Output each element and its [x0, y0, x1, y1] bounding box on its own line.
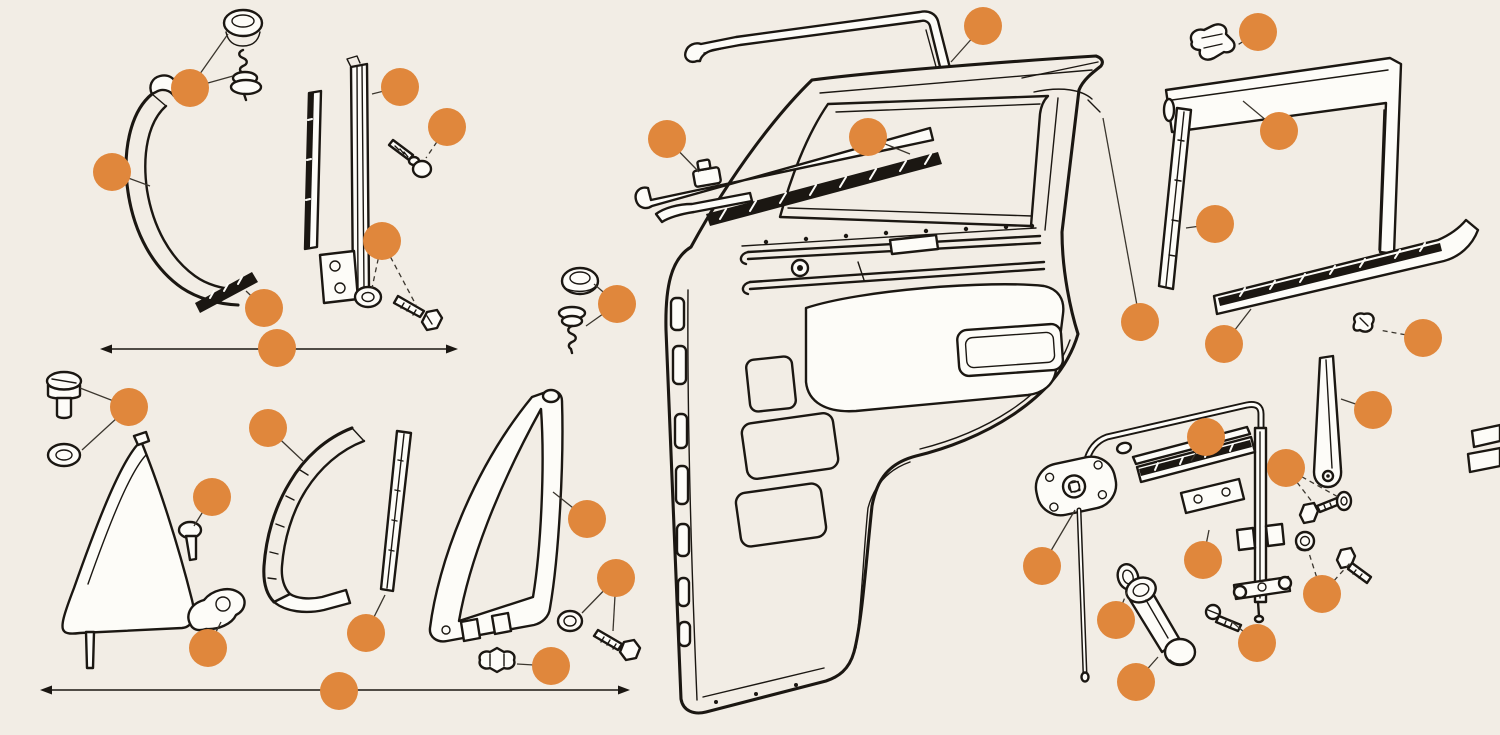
hex-bolt-icon	[392, 294, 444, 332]
vent-glass-icon	[61, 430, 195, 670]
callout-dot-c7[interactable]	[258, 329, 296, 367]
callout-dot-c14[interactable]	[568, 500, 606, 538]
group-door	[634, 10, 1104, 715]
callout-dot-c4[interactable]	[428, 108, 466, 146]
division-bar-strip-icon	[303, 89, 323, 251]
glazing-channel-icon	[262, 426, 366, 614]
callout-dot-c19[interactable]	[648, 120, 686, 158]
callout-dot-c30[interactable]	[1023, 547, 1061, 585]
leader-line-grooved-washer	[371, 240, 383, 289]
leader-line-door-pillar-channel	[1102, 117, 1141, 323]
flanged-nut-icon	[1294, 530, 1316, 552]
callout-dot-c32[interactable]	[1303, 575, 1341, 613]
hex-bolt-lower-icon	[592, 628, 642, 662]
callout-dot-c25[interactable]	[1404, 319, 1442, 357]
callout-dot-c13[interactable]	[347, 614, 385, 652]
leader-line-guide-clip	[1378, 329, 1424, 339]
callout-dot-c9[interactable]	[110, 388, 148, 426]
retainer-clip-icon	[1189, 23, 1236, 61]
regulator-base-plate-icon	[1034, 455, 1118, 517]
lift-channel-icon	[1312, 354, 1343, 489]
outer-belt-rail-icon	[634, 126, 935, 224]
callout-dot-c31[interactable]	[1184, 541, 1222, 579]
vent-wing-frame-icon	[428, 388, 564, 643]
group-rear-channels	[1157, 23, 1500, 489]
leader-line-hex-bolt-rear	[1321, 562, 1351, 595]
seal-ring-icon	[46, 442, 82, 468]
division-bar-icon	[318, 55, 371, 305]
guide-clip-icon	[1352, 312, 1375, 333]
group-vent-wing-parts	[45, 370, 642, 674]
callout-dot-c27[interactable]	[1354, 391, 1392, 429]
callout-dot-c16[interactable]	[532, 647, 570, 685]
callout-dot-c11[interactable]	[193, 478, 231, 516]
callout-dot-c20[interactable]	[849, 118, 887, 156]
grommet-screw-icon	[229, 48, 263, 102]
retaining-clip-icon	[478, 646, 516, 674]
callout-dot-c22[interactable]	[1239, 13, 1277, 51]
cup-washer-icon	[222, 8, 264, 47]
callout-dot-c23[interactable]	[1260, 112, 1298, 150]
pivot-rivet-icon	[177, 520, 203, 562]
regulator-crank-rod-icon	[1082, 401, 1293, 624]
callout-dot-c15[interactable]	[597, 559, 635, 597]
outer-scraper-rail-icon	[1212, 218, 1480, 316]
door-pocket	[956, 322, 1065, 378]
door-shell-icon	[664, 54, 1104, 715]
callout-dot-c12[interactable]	[189, 629, 227, 667]
callout-dot-c6[interactable]	[245, 289, 283, 327]
group-front-vent-hardware	[124, 8, 600, 355]
belt-scraper-seal-icon	[706, 152, 942, 226]
callout-dot-c2[interactable]	[93, 153, 131, 191]
crank-handle-icon	[1125, 576, 1197, 667]
callout-dot-c1[interactable]	[171, 69, 209, 107]
mounting-bolt-icon	[1298, 496, 1342, 525]
callout-dot-c18[interactable]	[964, 7, 1002, 45]
cropped-rail-ends	[1466, 423, 1500, 474]
callout-dot-c26[interactable]	[1205, 325, 1243, 363]
check-shaft-icon	[1076, 507, 1090, 683]
grooved-washer-icon	[353, 285, 383, 309]
belt-rail-bracket	[692, 158, 722, 188]
callout-dot-c10[interactable]	[249, 409, 287, 447]
leader-line-mounting-bolt	[1285, 467, 1314, 504]
callout-dot-c8[interactable]	[598, 285, 636, 323]
channel-filler-strip-icon	[1157, 106, 1193, 291]
dome-washer-icon	[560, 266, 600, 296]
filler-strip-icon	[379, 429, 413, 593]
callout-dot-c21[interactable]	[1121, 303, 1159, 341]
spring-washer-icon	[1335, 490, 1353, 512]
door-regulator-bars	[739, 223, 1046, 296]
hinge-bracket-icon	[187, 588, 246, 632]
drive-screw-icon	[557, 305, 587, 355]
callout-dot-c29[interactable]	[1267, 449, 1305, 487]
callout-dot-c17[interactable]	[320, 672, 358, 710]
vent-frame-seal-icon	[124, 74, 258, 313]
leader-line-flanged-nut	[1307, 549, 1323, 595]
callout-dot-c35[interactable]	[1117, 663, 1155, 701]
callout-dot-c24[interactable]	[1196, 205, 1234, 243]
callout-dot-c28[interactable]	[1187, 418, 1225, 456]
washer-lower-icon	[556, 609, 584, 633]
stop-bolt-icon	[45, 370, 83, 420]
hex-bolt-rear-icon	[1335, 546, 1373, 585]
handle-screw-icon	[1204, 603, 1243, 633]
callout-dot-c34[interactable]	[1238, 624, 1276, 662]
callout-dot-c33[interactable]	[1097, 601, 1135, 639]
callout-dot-c5[interactable]	[363, 222, 401, 260]
callout-markers	[93, 7, 1442, 710]
callout-dot-c3[interactable]	[381, 68, 419, 106]
mounting-screw-icon	[387, 138, 433, 179]
